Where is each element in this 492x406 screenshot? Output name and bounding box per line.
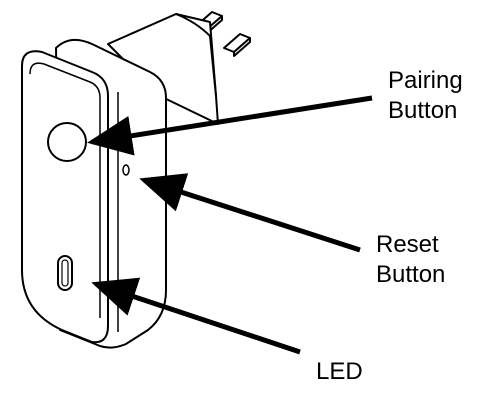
led-arrow-icon (91, 277, 301, 355)
led-indicator (57, 255, 73, 291)
led-label-text: LED (316, 358, 363, 385)
reset-label-line-1: Reset (376, 231, 439, 258)
pairing-label-line-1: Pairing (388, 67, 463, 94)
pairing-button-label: Pairing Button (388, 66, 463, 126)
body-front-inner (29, 62, 101, 318)
pairing-label-line-2: Button (388, 97, 458, 124)
reset-button-label: Reset Button (376, 230, 445, 290)
led-indicator-inner (61, 259, 69, 287)
reset-arrow-icon (139, 173, 361, 253)
pairing-arrow-icon (87, 95, 373, 156)
pairing-button[interactable] (47, 122, 87, 162)
device-body (21, 38, 167, 349)
body-front (21, 50, 109, 344)
reset-label-line-2: Button (376, 261, 446, 288)
prong-bottom-face (233, 37, 251, 57)
led-label: LED (316, 357, 363, 387)
reset-pinhole[interactable] (122, 164, 130, 176)
